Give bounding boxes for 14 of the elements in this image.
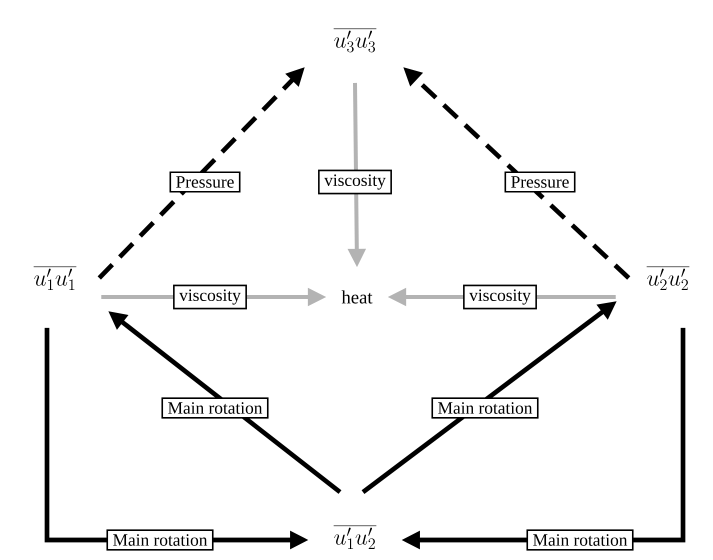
edge-label: viscosity xyxy=(318,170,392,194)
edge-label: Pressure xyxy=(504,171,576,193)
edge-label: Main rotation xyxy=(431,397,539,419)
edge-label: Pressure xyxy=(170,171,240,193)
edge-label: Main rotation xyxy=(161,397,269,419)
edge-label: Main rotation xyxy=(526,529,634,551)
formula-label: $\overline{u_3'u_3'}$ xyxy=(334,28,376,52)
formula-label: $\overline{u_1'u_1'}$ xyxy=(34,266,76,290)
edge-label: Main rotation xyxy=(106,529,214,551)
formula-label: $\overline{u_1'u_2'}$ xyxy=(334,526,376,549)
formula-label: $\overline{u_2'u_2'}$ xyxy=(646,266,690,290)
edge-label: viscosity xyxy=(173,284,247,310)
edge-label: viscosity xyxy=(463,284,537,310)
node-label: heat xyxy=(342,290,372,304)
